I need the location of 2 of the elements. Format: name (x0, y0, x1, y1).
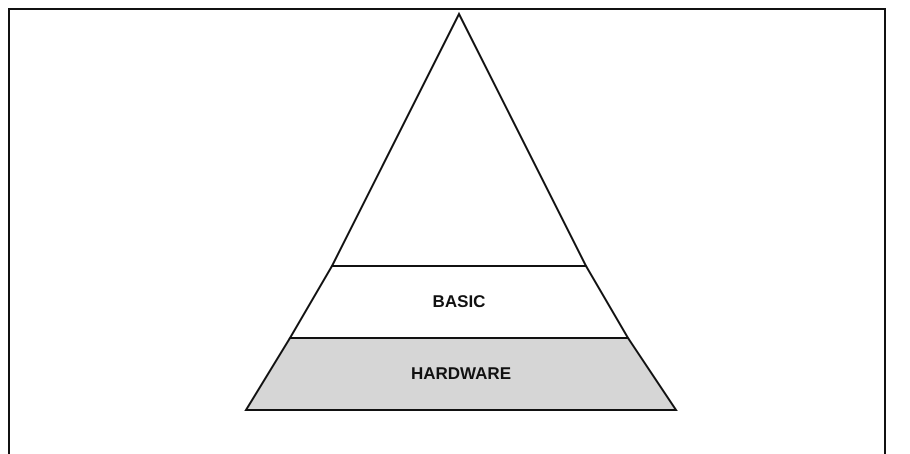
layer-label: HARDWARE (410, 364, 512, 384)
layer-label: BASIC (432, 292, 486, 312)
